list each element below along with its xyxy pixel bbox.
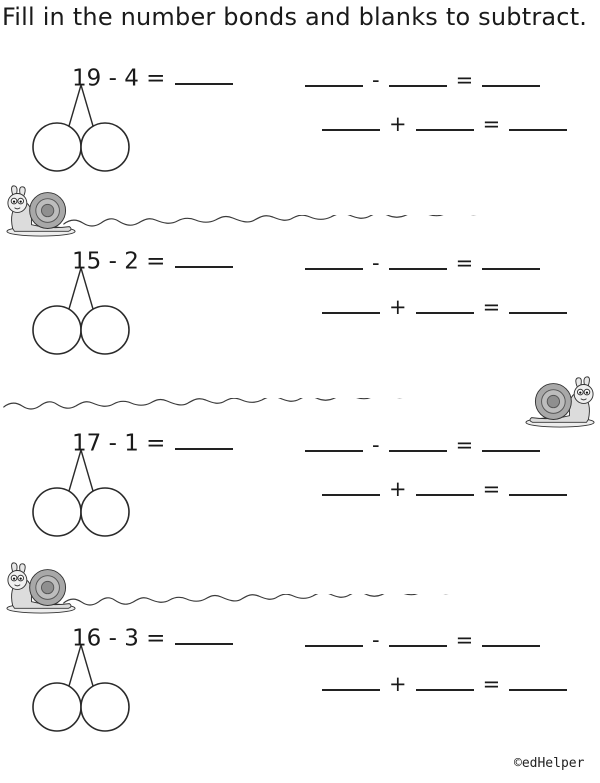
equals-sign: = [455, 433, 474, 458]
plus-operator: + [389, 295, 407, 320]
fact-blank[interactable] [482, 429, 541, 453]
bond-circle-left[interactable] [32, 682, 82, 732]
bond-line-right [80, 84, 94, 127]
number-bond [15, 83, 145, 175]
plus-operator: + [389, 672, 407, 697]
divider-squiggle [62, 206, 598, 235]
fact-blank[interactable] [509, 473, 568, 497]
fact-blank[interactable] [509, 668, 568, 692]
problem-equation: 15 - 2 = [72, 248, 166, 275]
equals-sign: = [455, 68, 474, 93]
equals-sign: = [455, 628, 474, 653]
problem-equation: 17 - 1 = [72, 430, 166, 457]
bond-line-left [68, 267, 82, 310]
fact-blank[interactable] [388, 247, 447, 271]
fact-blank[interactable] [322, 473, 380, 497]
bond-circle-right[interactable] [80, 122, 130, 172]
answer-blank[interactable] [175, 425, 234, 451]
problem-section: 15 - 2 = -= += [0, 243, 600, 373]
fact-blank[interactable] [482, 247, 541, 271]
problem-section: 17 - 1 = -= += [0, 425, 600, 555]
fact-blank[interactable] [415, 108, 474, 132]
minus-operator: - [372, 68, 380, 93]
section-divider [0, 560, 600, 630]
equals-sign: = [482, 112, 501, 137]
problem-section: 19 - 4 = -= += [0, 60, 600, 190]
subtraction-fact-row: -= [305, 64, 541, 93]
subtraction-problem: 19 - 4 = [72, 60, 234, 92]
plus-operator: + [389, 477, 407, 502]
fact-blank[interactable] [305, 429, 363, 453]
addition-fact-row: += [322, 108, 568, 137]
problem-section: 16 - 3 = -= += [0, 620, 600, 750]
bond-line-right [80, 267, 94, 310]
subtraction-problem: 16 - 3 = [72, 620, 234, 652]
snail-icon [521, 376, 599, 428]
section-divider [0, 370, 600, 440]
fact-blank[interactable] [482, 64, 541, 88]
minus-operator: - [372, 433, 380, 458]
bond-line-right [80, 449, 94, 492]
fact-blank[interactable] [388, 624, 447, 648]
bond-line-left [68, 644, 82, 687]
number-bond [15, 643, 145, 735]
fact-blank[interactable] [305, 624, 363, 648]
bond-circle-right[interactable] [80, 305, 130, 355]
bond-circle-left[interactable] [32, 487, 82, 537]
fact-blank[interactable] [509, 291, 568, 315]
answer-blank[interactable] [175, 60, 234, 86]
equals-sign: = [482, 672, 501, 697]
bond-circle-right[interactable] [80, 682, 130, 732]
bond-circle-right[interactable] [80, 487, 130, 537]
subtraction-fact-row: -= [305, 429, 541, 458]
worksheet-title: Fill in the number bonds and blanks to s… [2, 3, 588, 31]
number-bond [15, 266, 145, 358]
subtraction-problem: 17 - 1 = [72, 425, 234, 457]
subtraction-fact-row: -= [305, 247, 541, 276]
fact-blank[interactable] [509, 108, 568, 132]
bond-line-right [80, 644, 94, 687]
addition-fact-row: += [322, 473, 568, 502]
bond-circle-left[interactable] [32, 305, 82, 355]
copyright-credit: ©edHelper [514, 756, 585, 771]
fact-blank[interactable] [482, 624, 541, 648]
fact-blank[interactable] [415, 473, 474, 497]
fact-blank[interactable] [322, 291, 380, 315]
fact-blank[interactable] [305, 64, 363, 88]
snail-icon [2, 185, 80, 237]
fact-blank[interactable] [415, 668, 474, 692]
equals-sign: = [455, 251, 474, 276]
subtraction-fact-row: -= [305, 624, 541, 653]
fact-blank[interactable] [305, 247, 363, 271]
divider-squiggle [2, 389, 520, 418]
equals-sign: = [482, 477, 501, 502]
bond-line-left [68, 84, 82, 127]
problem-equation: 19 - 4 = [72, 65, 166, 92]
minus-operator: - [372, 628, 380, 653]
fact-blank[interactable] [415, 291, 474, 315]
answer-blank[interactable] [175, 620, 234, 646]
number-bond [15, 448, 145, 540]
fact-blank[interactable] [322, 108, 380, 132]
snail-icon [2, 562, 80, 614]
minus-operator: - [372, 251, 380, 276]
addition-fact-row: += [322, 668, 568, 697]
divider-squiggle [62, 585, 562, 614]
bond-circle-left[interactable] [32, 122, 82, 172]
fact-blank[interactable] [388, 429, 447, 453]
plus-operator: + [389, 112, 407, 137]
problem-equation: 16 - 3 = [72, 625, 166, 652]
addition-fact-row: += [322, 291, 568, 320]
section-divider [0, 185, 600, 255]
fact-blank[interactable] [388, 64, 447, 88]
subtraction-problem: 15 - 2 = [72, 243, 234, 275]
answer-blank[interactable] [175, 243, 234, 269]
equals-sign: = [482, 295, 501, 320]
bond-line-left [68, 449, 82, 492]
fact-blank[interactable] [322, 668, 380, 692]
